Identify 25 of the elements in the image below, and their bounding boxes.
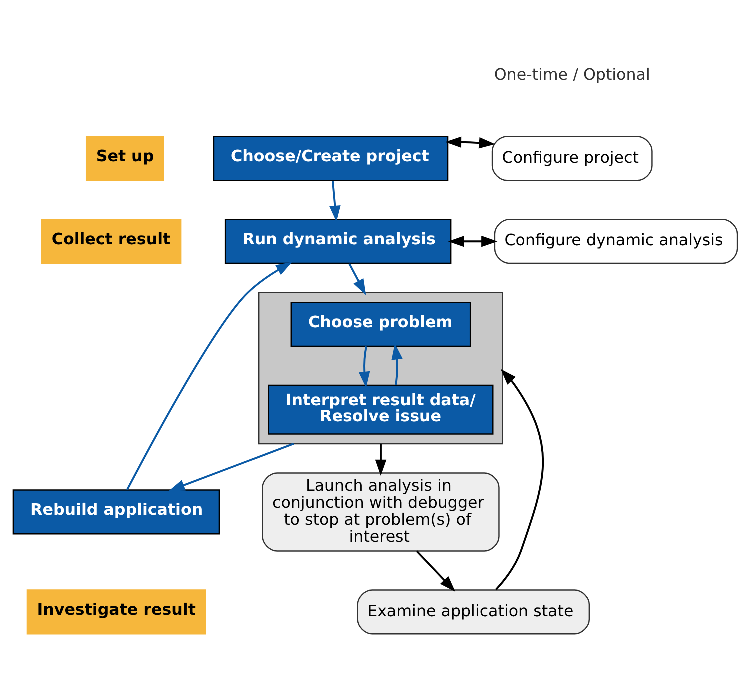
arrow [358, 346, 370, 388]
node-box: Configure dynamic analysis [494, 219, 738, 264]
arrow [375, 444, 387, 476]
arrow [448, 236, 498, 248]
node-box: Rebuild application [12, 490, 220, 535]
arrow [445, 136, 496, 149]
label: One-time / Optional [494, 64, 650, 84]
node-box: Examine application state [357, 590, 590, 635]
node-box: Interpret result data/ Resolve issue [268, 384, 494, 435]
arrow [330, 180, 341, 222]
node-box: Collect result [42, 219, 182, 264]
node-box: Configure project [492, 136, 653, 182]
node-box: Launch analysis in conjunction with debugger to stop at problem(s) of interest [262, 472, 500, 552]
arrow [348, 264, 366, 296]
arrow [392, 344, 403, 386]
arrow [416, 550, 456, 592]
node-box: Set up [86, 136, 164, 182]
node-box: Choose problem [290, 302, 472, 348]
cluster [258, 292, 504, 445]
node-box: Choose/Create project [213, 136, 449, 182]
arrow [495, 369, 544, 591]
node-box: Investigate result [26, 590, 206, 635]
arrow [126, 262, 292, 491]
arrow [168, 443, 294, 492]
node-box: Run dynamic analysis [224, 219, 452, 264]
